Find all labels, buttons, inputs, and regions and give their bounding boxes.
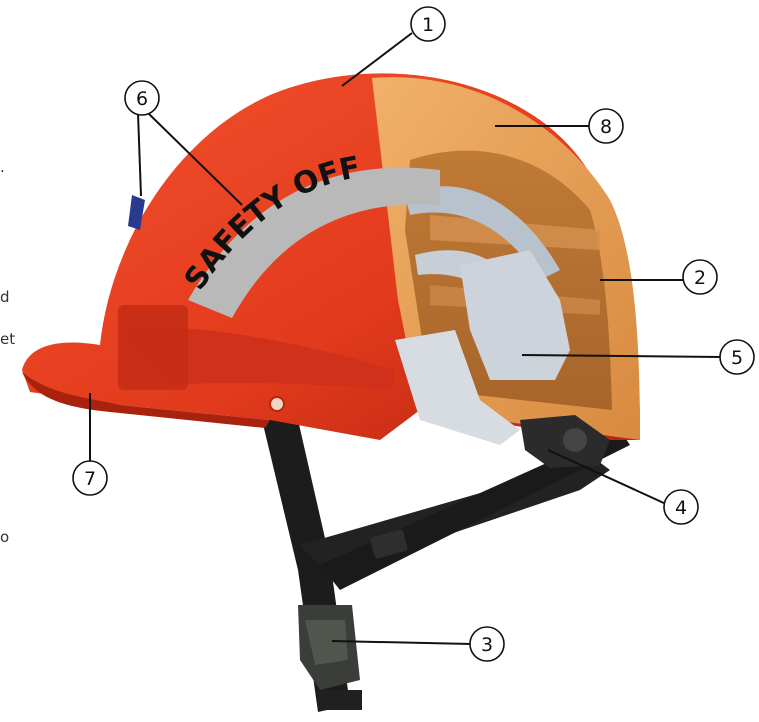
callout-2-label: 2 <box>694 267 706 289</box>
edge-fragment-2: d <box>0 290 10 305</box>
callout-3-label: 3 <box>481 634 493 656</box>
callout-8-label: 8 <box>600 116 612 138</box>
callout-5: 5 <box>720 340 754 374</box>
callout-3: 3 <box>470 627 504 661</box>
callout-4: 4 <box>664 490 698 524</box>
callout-1: 1 <box>411 7 445 41</box>
callout-6: 6 <box>125 81 159 115</box>
callout-4-label: 4 <box>675 497 687 519</box>
callout-7: 7 <box>73 461 107 495</box>
callout-2: 2 <box>683 260 717 294</box>
callout-8: 8 <box>589 109 623 143</box>
callout-1-label: 1 <box>422 14 434 36</box>
callout-7-label: 7 <box>84 468 96 490</box>
callout-5-label: 5 <box>731 347 743 369</box>
edge-fragment-1: . <box>0 160 5 175</box>
edge-fragment-3: et <box>0 332 15 347</box>
edge-fragment-4: o <box>0 530 9 545</box>
chin-strap-buckle <box>298 605 362 710</box>
callout-6-label: 6 <box>136 88 148 110</box>
